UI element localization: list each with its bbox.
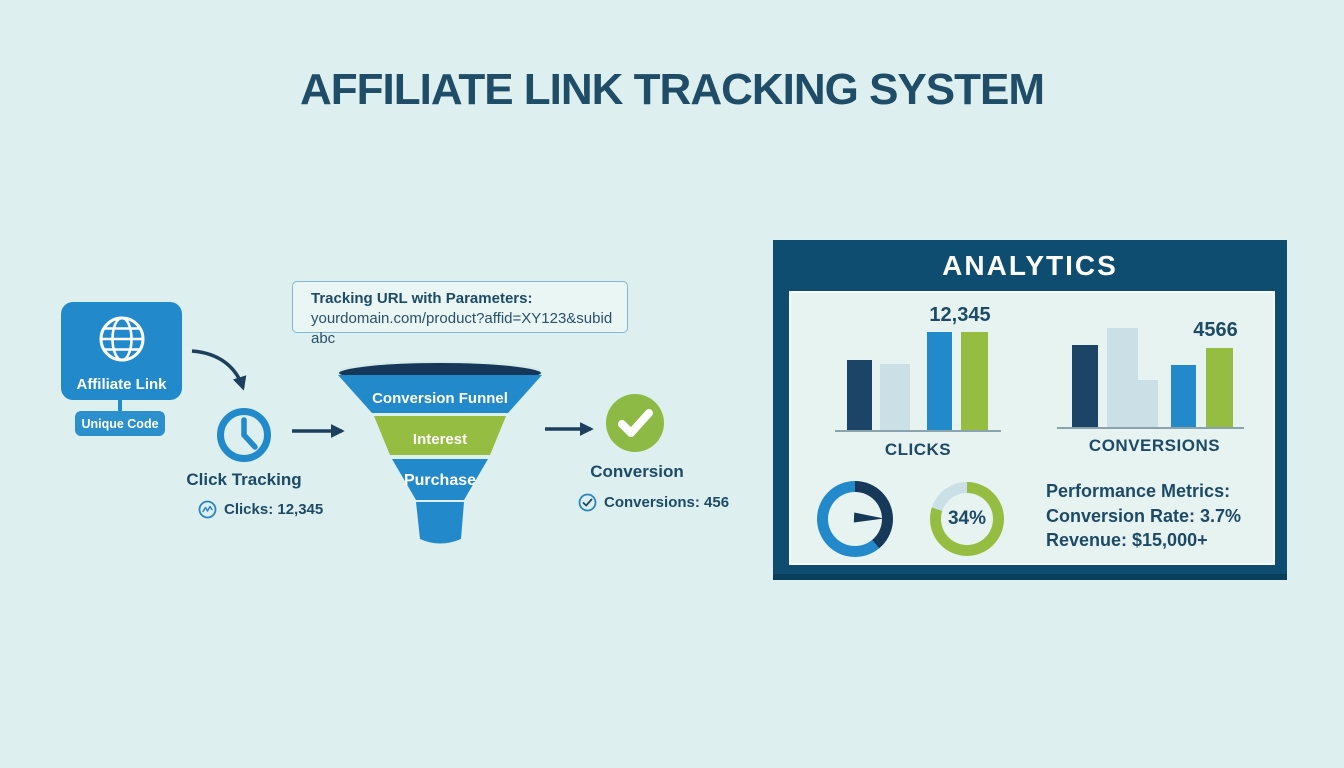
funnel-stage-interest — [374, 416, 506, 455]
conversions-bar-chart — [1060, 327, 1245, 427]
funnel-stage-purchase — [392, 459, 488, 500]
clicks-badge-icon — [198, 500, 217, 519]
clicks-stat-text: Clicks: 12,345 — [224, 501, 324, 518]
bar-navy — [1072, 345, 1098, 427]
conversions-stat-text: Conversions: 456 — [604, 494, 730, 511]
tracking-url-heading: Tracking URL with Parameters: — [311, 290, 533, 307]
conversions-badge-icon — [578, 493, 597, 512]
page-title: AFFILIATE LINK TRACKING SYSTEM — [299, 65, 1045, 114]
bar-blue — [927, 332, 952, 430]
funnel-spout — [416, 502, 464, 544]
click-tracking-label: Click Tracking — [186, 470, 302, 489]
bar-pale — [1107, 328, 1138, 427]
conversions-value-label: 4566 — [1193, 319, 1238, 341]
bar-navy — [847, 360, 872, 430]
clicks-chart-label: CLICKS — [884, 440, 952, 459]
bar-green — [961, 332, 988, 430]
clicks-stat: Clicks: 12,345 — [198, 500, 323, 519]
bar-blue — [1171, 365, 1196, 427]
globe-icon — [99, 316, 144, 362]
bar-pale — [1138, 380, 1158, 427]
metrics-conversion-rate: Conversion Rate: 3.7% — [1046, 505, 1242, 526]
gauge-donut-hole — [828, 492, 882, 546]
tracking-url-box: Tracking URL with Parameters: yourdomain… — [292, 281, 628, 347]
gauge-donut-chart — [817, 481, 893, 557]
funnel-stage-label-1: Conversion Funnel — [372, 390, 508, 407]
affiliate-link-label: Affiliate Link — [76, 376, 167, 393]
clicks-value-label: 12,345 — [929, 304, 991, 326]
bar-pale — [880, 364, 910, 430]
conversion-node — [606, 394, 664, 452]
conversions-stat: Conversions: 456 — [578, 493, 729, 512]
funnel-stage-awareness — [338, 375, 542, 413]
unique-code-badge: Unique Code — [75, 411, 165, 436]
performance-metrics: Performance Metrics: Conversion Rate: 3.… — [1046, 479, 1281, 553]
conversions-axis — [1057, 427, 1244, 429]
funnel-stage-label-3: Purchase — [403, 472, 477, 489]
checkmark-icon — [618, 409, 653, 437]
clicks-bar-chart — [835, 330, 1000, 430]
metrics-revenue: Revenue: $15,000+ — [1046, 530, 1208, 550]
metrics-heading: Performance Metrics: — [1046, 481, 1231, 501]
conversions-chart-label: CONVERSIONS — [1088, 436, 1221, 455]
percent-donut-hole — [941, 493, 993, 545]
percent-donut-value: 34% — [947, 508, 987, 529]
arrow-link-to-tracking — [191, 349, 247, 391]
clock-icon — [217, 408, 271, 462]
conversion-funnel — [337, 361, 543, 544]
affiliate-link-node: Affiliate Link — [61, 302, 182, 400]
funnel-stage-label-2: Interest — [412, 431, 468, 448]
gauge-needle-icon — [853, 512, 885, 524]
tracking-url-value: yourdomain.com/product?affid=XY123&subid… — [311, 310, 613, 347]
conversion-label: Conversion — [590, 462, 684, 481]
clicks-axis — [835, 430, 1001, 432]
bar-green — [1206, 348, 1233, 427]
percent-donut-chart: 34% — [930, 482, 1004, 556]
analytics-heading: ANALYTICS — [942, 250, 1118, 281]
